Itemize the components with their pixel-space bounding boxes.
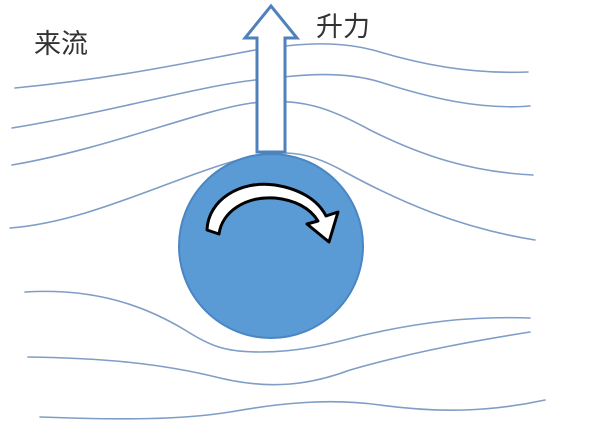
streamline bbox=[9, 152, 536, 241]
rotating-cylinder bbox=[178, 153, 364, 339]
lift-label: 升力 bbox=[316, 12, 370, 43]
streamline bbox=[14, 43, 529, 89]
clockwise-arrow-icon bbox=[205, 182, 340, 244]
arrow-up-icon bbox=[241, 3, 301, 154]
inflow-label: 来流 bbox=[34, 29, 88, 60]
streamline bbox=[11, 73, 531, 129]
streamline bbox=[39, 399, 546, 420]
streamline bbox=[11, 100, 534, 176]
streamlines bbox=[9, 43, 546, 420]
streamline bbox=[24, 290, 531, 353]
streamline bbox=[27, 331, 531, 386]
